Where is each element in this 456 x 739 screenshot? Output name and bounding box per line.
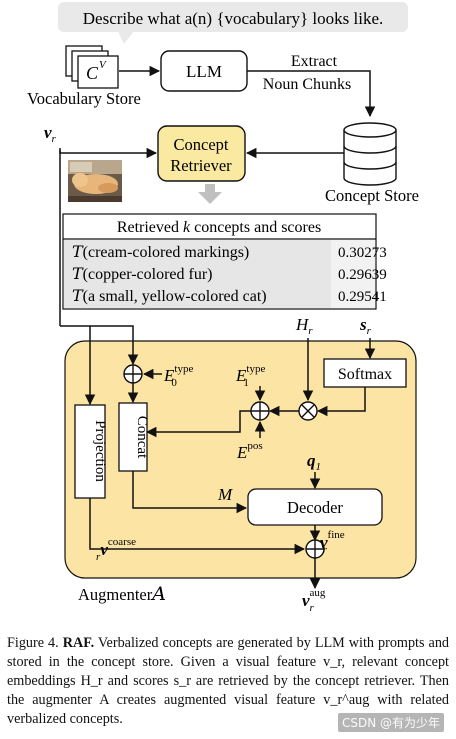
arrow-projection-plus2	[89, 498, 306, 555]
augmenter-label: AugmenterA	[78, 583, 166, 605]
concept-store-label: Concept Store	[325, 186, 419, 205]
extract-label-1: Extract	[291, 53, 338, 70]
raf-diagram: Describe what a(n) {vocabulary} looks li…	[27, 2, 419, 614]
table-row-concept: T(cream-colored markings)	[72, 242, 249, 261]
watermark: CSDN @有为少年	[337, 713, 444, 732]
arrow-plus1-concat	[145, 410, 251, 438]
concept-store-icon	[343, 122, 397, 186]
figure-caption: Figure 4. RAF. Verbalized concepts are g…	[7, 634, 449, 729]
vocab-sup: V	[99, 59, 107, 71]
table-title: Retrieved k concepts and scores	[117, 219, 321, 236]
plus-node-2-icon	[305, 539, 325, 559]
arrow-vr-retriever	[59, 147, 158, 159]
s-r-label: sr	[359, 315, 372, 337]
v-r-label: vr	[44, 123, 57, 145]
arrow-softmax-mult	[316, 387, 366, 417]
caption-fig: Figure 4.	[7, 635, 59, 651]
projection-label: Projection	[92, 420, 108, 482]
projection-box: Projection	[74, 404, 108, 499]
vocabulary-cards-icon: C V	[65, 45, 119, 89]
extract-label-2: Noun Chunks	[263, 76, 351, 93]
decoder-label: Decoder	[287, 498, 343, 517]
arrow-vr-e0	[60, 325, 139, 366]
multiply-node-icon	[298, 401, 318, 421]
concat-label: Concat	[134, 416, 150, 459]
retriever-label-2: Retriever	[170, 156, 232, 175]
llm-box: LLM	[160, 50, 248, 92]
e-pos-label: Epos	[236, 440, 263, 462]
caption-bold: RAF.	[62, 635, 95, 651]
plus-node-1-icon	[250, 401, 270, 421]
m-label: M	[217, 485, 233, 504]
table-row-score: 0.30273	[338, 245, 387, 261]
concept-retriever-box: Concept Retriever	[157, 125, 246, 182]
prompt-text: Describe what a(n) {vocabulary} looks li…	[83, 9, 384, 28]
vocabulary-store-label: Vocabulary Store	[27, 89, 141, 108]
arrow-llm-store	[247, 70, 376, 118]
q1-label: q1	[307, 451, 321, 473]
plus-node-0-icon	[123, 364, 143, 384]
table-row-score: 0.29639	[338, 267, 387, 283]
vocab-symbol: C	[86, 63, 99, 83]
concat-box: Concat	[118, 402, 150, 472]
llm-label: LLM	[186, 62, 222, 81]
h-r-label: Hr	[295, 315, 313, 337]
table-row-concept: T(a small, yellow-colored cat)	[72, 286, 267, 305]
decoder-box: Decoder	[247, 488, 383, 526]
arrow-concat-decoder	[132, 471, 248, 514]
table-row-concept: T(copper-colored fur)	[72, 264, 213, 283]
down-arrow-icon	[198, 184, 222, 204]
retrieved-table: Retrieved k concepts and scores T(cream-…	[62, 213, 387, 310]
table-row-score: 0.29541	[338, 289, 387, 305]
prompt-bubble: Describe what a(n) {vocabulary} looks li…	[58, 2, 408, 44]
softmax-label: Softmax	[338, 366, 392, 383]
softmax-box: Softmax	[323, 358, 407, 388]
caption-text: Verbalized concepts are generated by LLM…	[7, 635, 450, 727]
retriever-label-1: Concept	[174, 135, 229, 154]
cat-image	[68, 160, 122, 202]
